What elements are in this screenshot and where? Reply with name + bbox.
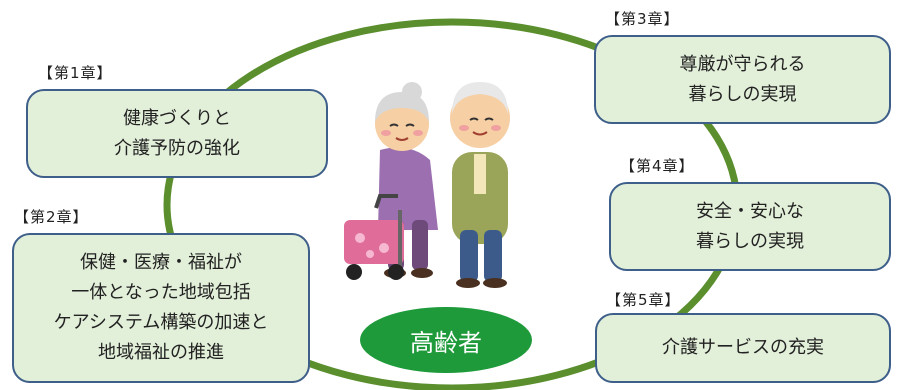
chapter-1-tag: 【第1章】: [38, 64, 113, 82]
chapter-3-line-1: 尊厳が守られる: [679, 53, 806, 75]
chapter-2-tag: 【第2章】: [14, 208, 89, 226]
chapter-2-line-3: ケアシステム構築の加速と: [53, 312, 269, 333]
chapter-1-line-2: 介護予防の強化: [114, 137, 240, 159]
chapter-2-box: 保健・医療・福祉が 一体となった地域包括 ケアシステム構築の加速と 地域福祉の推…: [12, 233, 310, 383]
chapter-4-tag: 【第4章】: [620, 157, 695, 175]
chapter-4-box: 安全・安心な 暮らしの実現: [609, 182, 891, 271]
grandfather-figure: [450, 82, 510, 288]
chapter-2-line-1: 保健・医療・福祉が: [80, 252, 242, 273]
chapter-4-line-1: 安全・安心な: [696, 200, 804, 222]
chapter-5-tag: 【第5章】: [606, 291, 681, 309]
chapter-3-line-2: 暮らしの実現: [688, 83, 797, 105]
chapter-3-box: 尊厳が守られる 暮らしの実現: [594, 35, 891, 124]
walker-cart: [344, 194, 404, 280]
center-elderly-label: 高齢者: [360, 307, 532, 373]
chapter-1-line-1: 健康づくりと: [123, 107, 231, 129]
chapter-5-box: 介護サービスの充実: [595, 313, 891, 383]
elderly-couple-with-walker-icon: [344, 82, 510, 288]
chapter-4-line-2: 暮らしの実現: [696, 230, 804, 252]
chapter-1-box: 健康づくりと 介護予防の強化: [26, 89, 328, 178]
chapter-2-line-4: 地域福祉の推進: [98, 342, 224, 363]
chapter-5-line-1: 介護サービスの充実: [662, 337, 824, 358]
chapter-2-line-2: 一体となった地域包括: [71, 282, 251, 303]
chapter-3-tag: 【第3章】: [605, 10, 680, 28]
